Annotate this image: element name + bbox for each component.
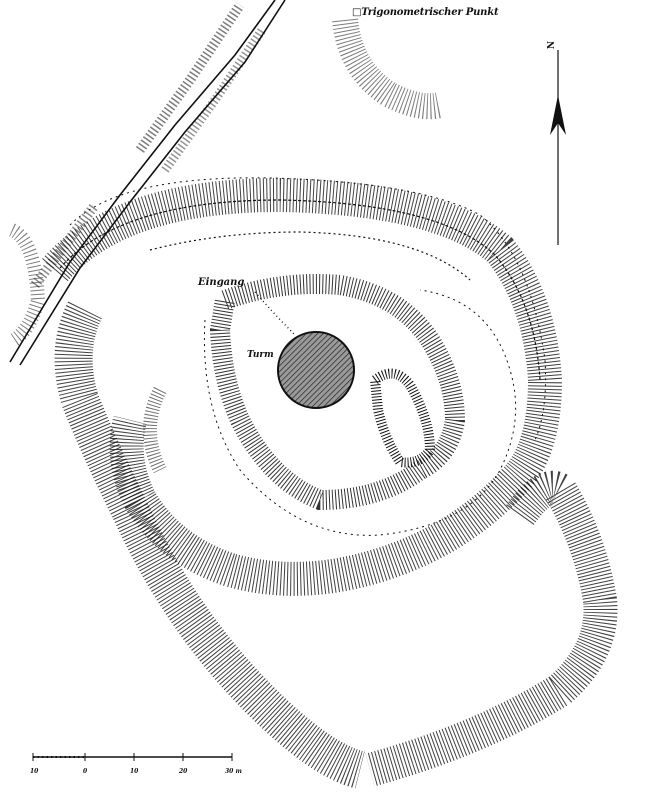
entrance-path xyxy=(254,291,296,336)
road xyxy=(9,0,286,366)
tower xyxy=(277,331,355,409)
east-annex xyxy=(369,368,436,468)
trig-point-label: □Trigonometrischer Punkt xyxy=(352,7,499,18)
ridge-hachures-nw xyxy=(31,2,266,288)
scale-bar xyxy=(32,753,233,761)
scale-tick-label: 10 xyxy=(30,768,39,775)
north-label: N xyxy=(547,40,558,50)
trig-hill xyxy=(332,18,444,120)
scale-tick-label: 0 xyxy=(83,768,88,775)
north-arrow xyxy=(550,50,566,245)
tower-label: Turm xyxy=(247,350,274,360)
scale-tick-label: 30 m xyxy=(225,768,242,775)
outer-dotted-contour xyxy=(69,177,547,441)
rampart-crest xyxy=(59,199,541,381)
entrance-label: Eingang xyxy=(198,277,245,288)
scale-tick-label: 20 xyxy=(179,768,188,775)
inner-ward xyxy=(209,274,466,511)
scale-tick-label: 10 xyxy=(130,768,139,775)
inner-dotted-contour xyxy=(203,289,517,536)
outer-rampart xyxy=(42,177,563,596)
bank-west xyxy=(8,223,46,346)
southeast-rampart xyxy=(365,470,618,787)
